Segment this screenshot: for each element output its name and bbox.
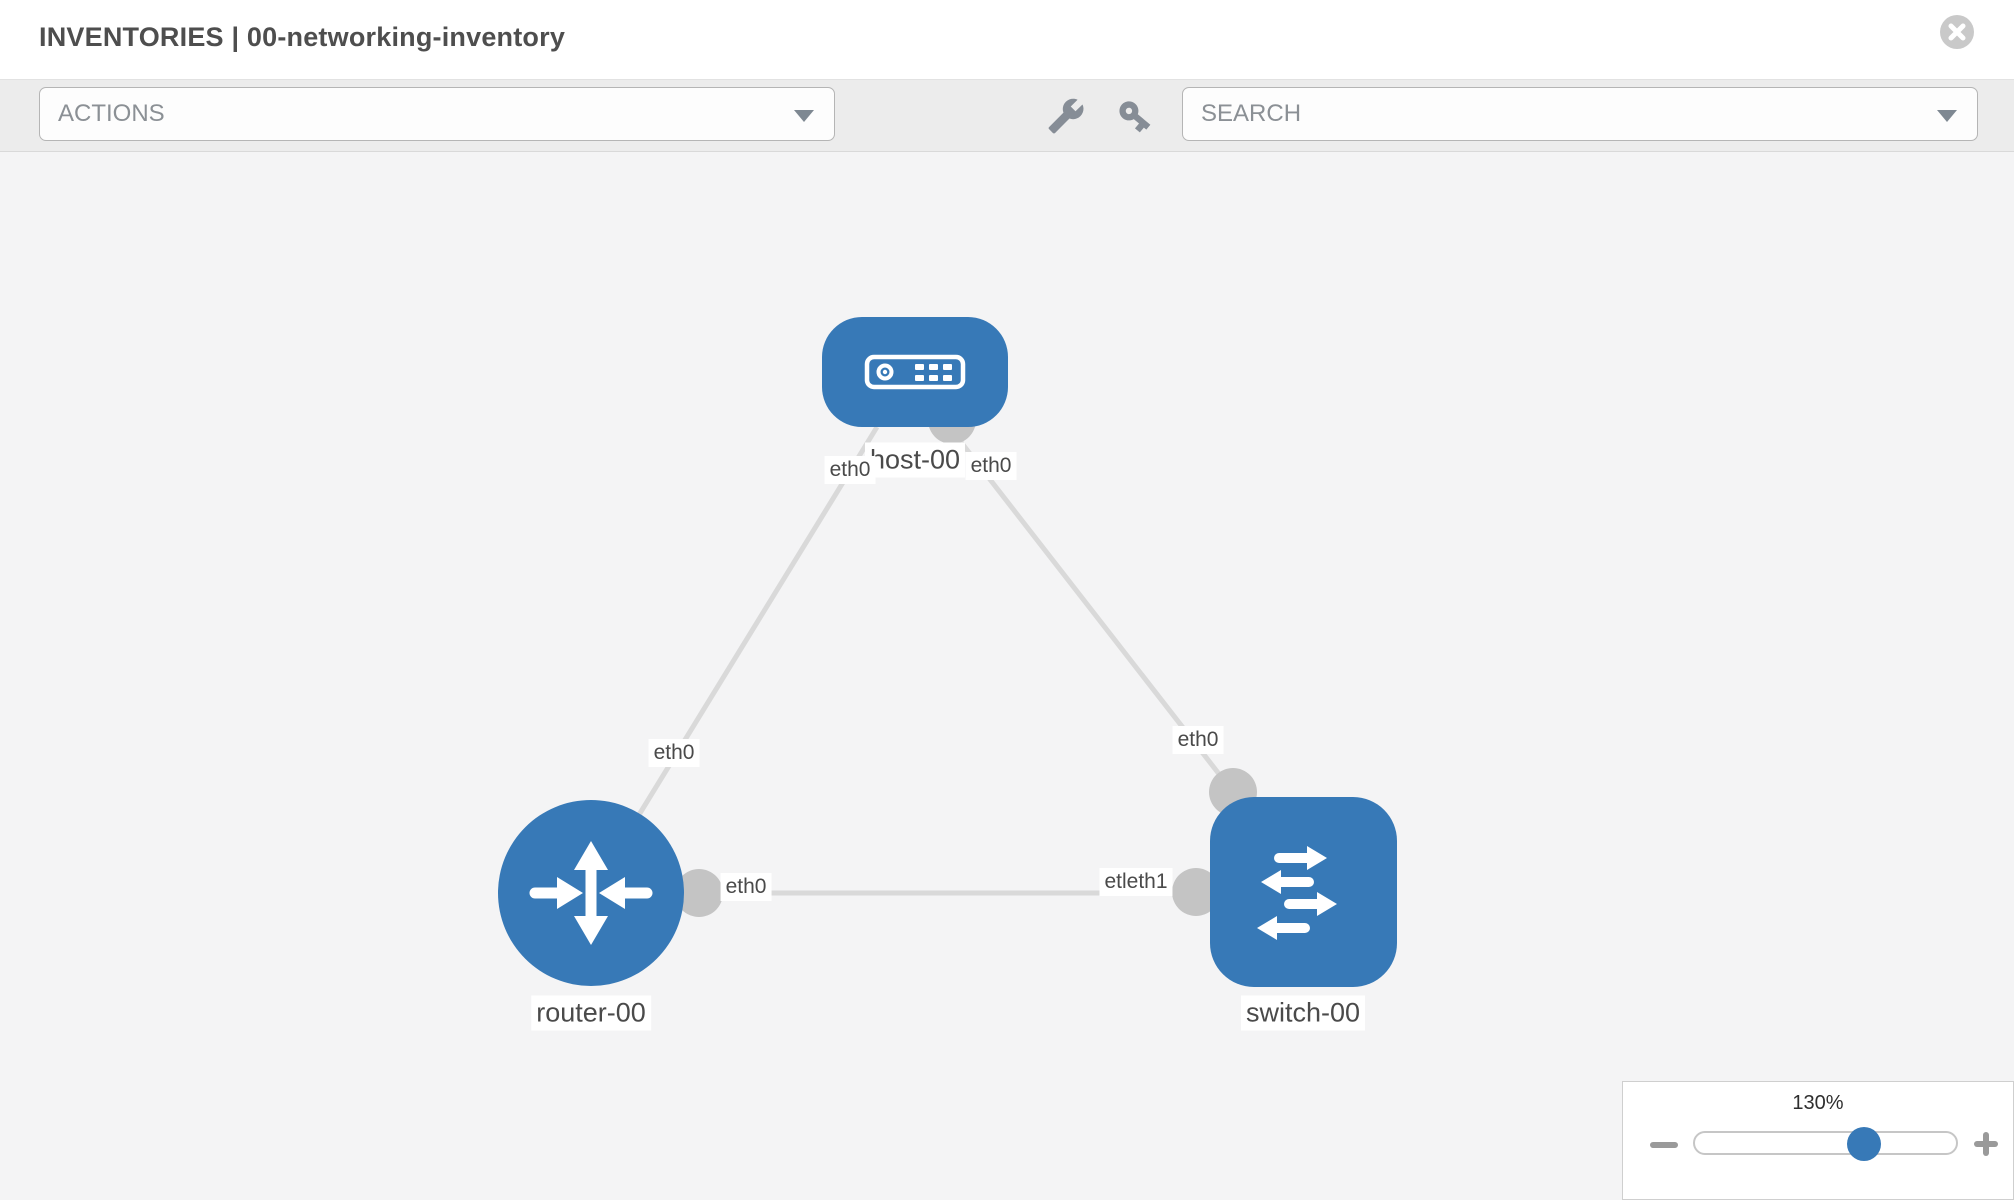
topology-canvas[interactable] bbox=[0, 152, 2014, 1200]
host-icon bbox=[864, 354, 966, 390]
zoom-slider-knob[interactable] bbox=[1847, 1127, 1881, 1161]
key-icon bbox=[1119, 101, 1151, 133]
interface-label-host-eth0-left: eth0 bbox=[824, 456, 876, 484]
zoom-slider-track[interactable] bbox=[1693, 1131, 1958, 1155]
window-header: INVENTORIES | 00-networking-inventory bbox=[0, 0, 2014, 80]
page-title: INVENTORIES | 00-networking-inventory bbox=[39, 22, 566, 52]
interface-label-switch-eth1: etleth1 bbox=[1099, 868, 1173, 896]
node-label-switch: switch-00 bbox=[1240, 995, 1366, 1031]
switch-icon bbox=[1257, 846, 1337, 940]
node-router-00[interactable] bbox=[498, 800, 684, 986]
interface-dot-router-eth0[interactable] bbox=[675, 869, 723, 917]
close-button[interactable] bbox=[1940, 15, 1974, 49]
zoom-control-panel: 130% bbox=[1622, 1081, 2014, 1200]
node-switch-00[interactable] bbox=[1210, 797, 1397, 987]
node-host-00[interactable] bbox=[822, 317, 1008, 427]
actions-dropdown-label: ACTIONS bbox=[58, 100, 165, 127]
node-label-router: router-00 bbox=[531, 995, 651, 1031]
interface-label-switch-eth0: eth0 bbox=[1172, 726, 1224, 754]
toolbar: ACTIONS SEARCH bbox=[0, 80, 2014, 152]
interface-label-router-eth0-link: eth0 bbox=[648, 739, 700, 767]
configure-button[interactable] bbox=[1047, 97, 1085, 135]
chevron-down-icon bbox=[794, 110, 814, 122]
close-icon bbox=[1948, 23, 1966, 41]
zoom-in-button[interactable] bbox=[1974, 1132, 1998, 1156]
interface-label-router-eth0: eth0 bbox=[720, 873, 772, 901]
wrench-icon bbox=[1048, 98, 1084, 134]
zoom-level: 130% bbox=[1792, 1092, 1844, 1114]
interface-dot-switch-eth1[interactable] bbox=[1172, 868, 1220, 916]
search-dropdown-label: SEARCH bbox=[1201, 100, 1302, 127]
zoom-out-button[interactable] bbox=[1650, 1142, 1678, 1148]
key-button[interactable] bbox=[1116, 97, 1154, 135]
node-label-host: host-00 bbox=[864, 442, 966, 478]
plus-icon bbox=[1983, 1132, 1989, 1156]
chevron-down-icon bbox=[1937, 110, 1957, 122]
search-dropdown[interactable]: SEARCH bbox=[1182, 87, 1978, 141]
router-icon bbox=[529, 841, 653, 945]
interface-label-host-eth0-right: eth0 bbox=[965, 452, 1017, 480]
actions-dropdown[interactable]: ACTIONS bbox=[39, 87, 835, 141]
